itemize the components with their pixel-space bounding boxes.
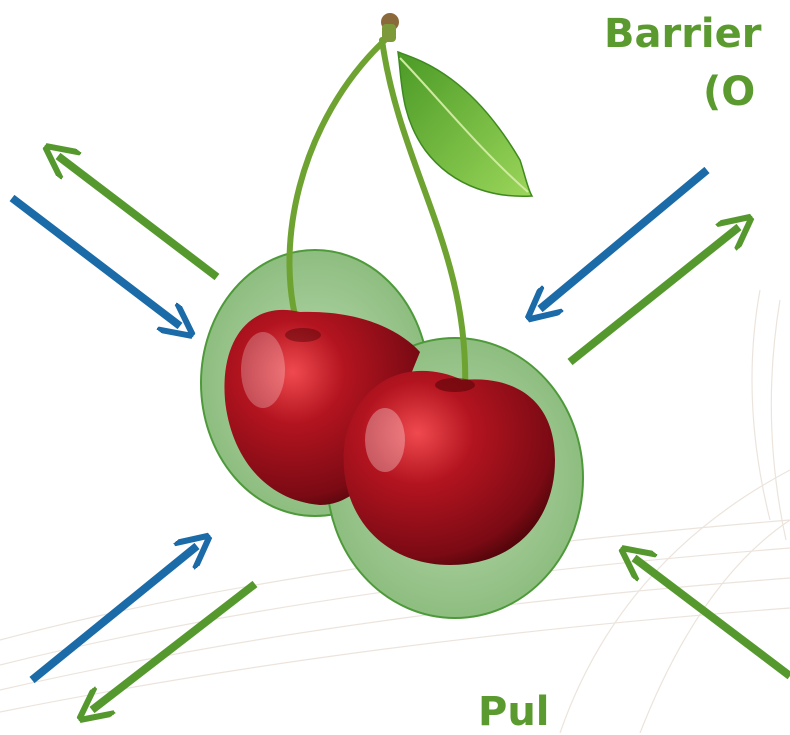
arrow-out-top-left bbox=[58, 156, 217, 277]
arrow-out-top-right bbox=[570, 227, 739, 362]
barrier-sublabel: (O bbox=[703, 72, 755, 112]
arrow-in-bottom-left bbox=[32, 546, 197, 680]
arrow-out-bottom-left bbox=[92, 584, 255, 710]
bottom-label: Pul bbox=[478, 692, 550, 732]
arrow-in-top-left bbox=[12, 198, 180, 326]
barrier-label: Barrier bbox=[604, 14, 762, 54]
arrow-in-top-right bbox=[540, 170, 707, 309]
arrow-in-bottom-right bbox=[634, 558, 790, 676]
